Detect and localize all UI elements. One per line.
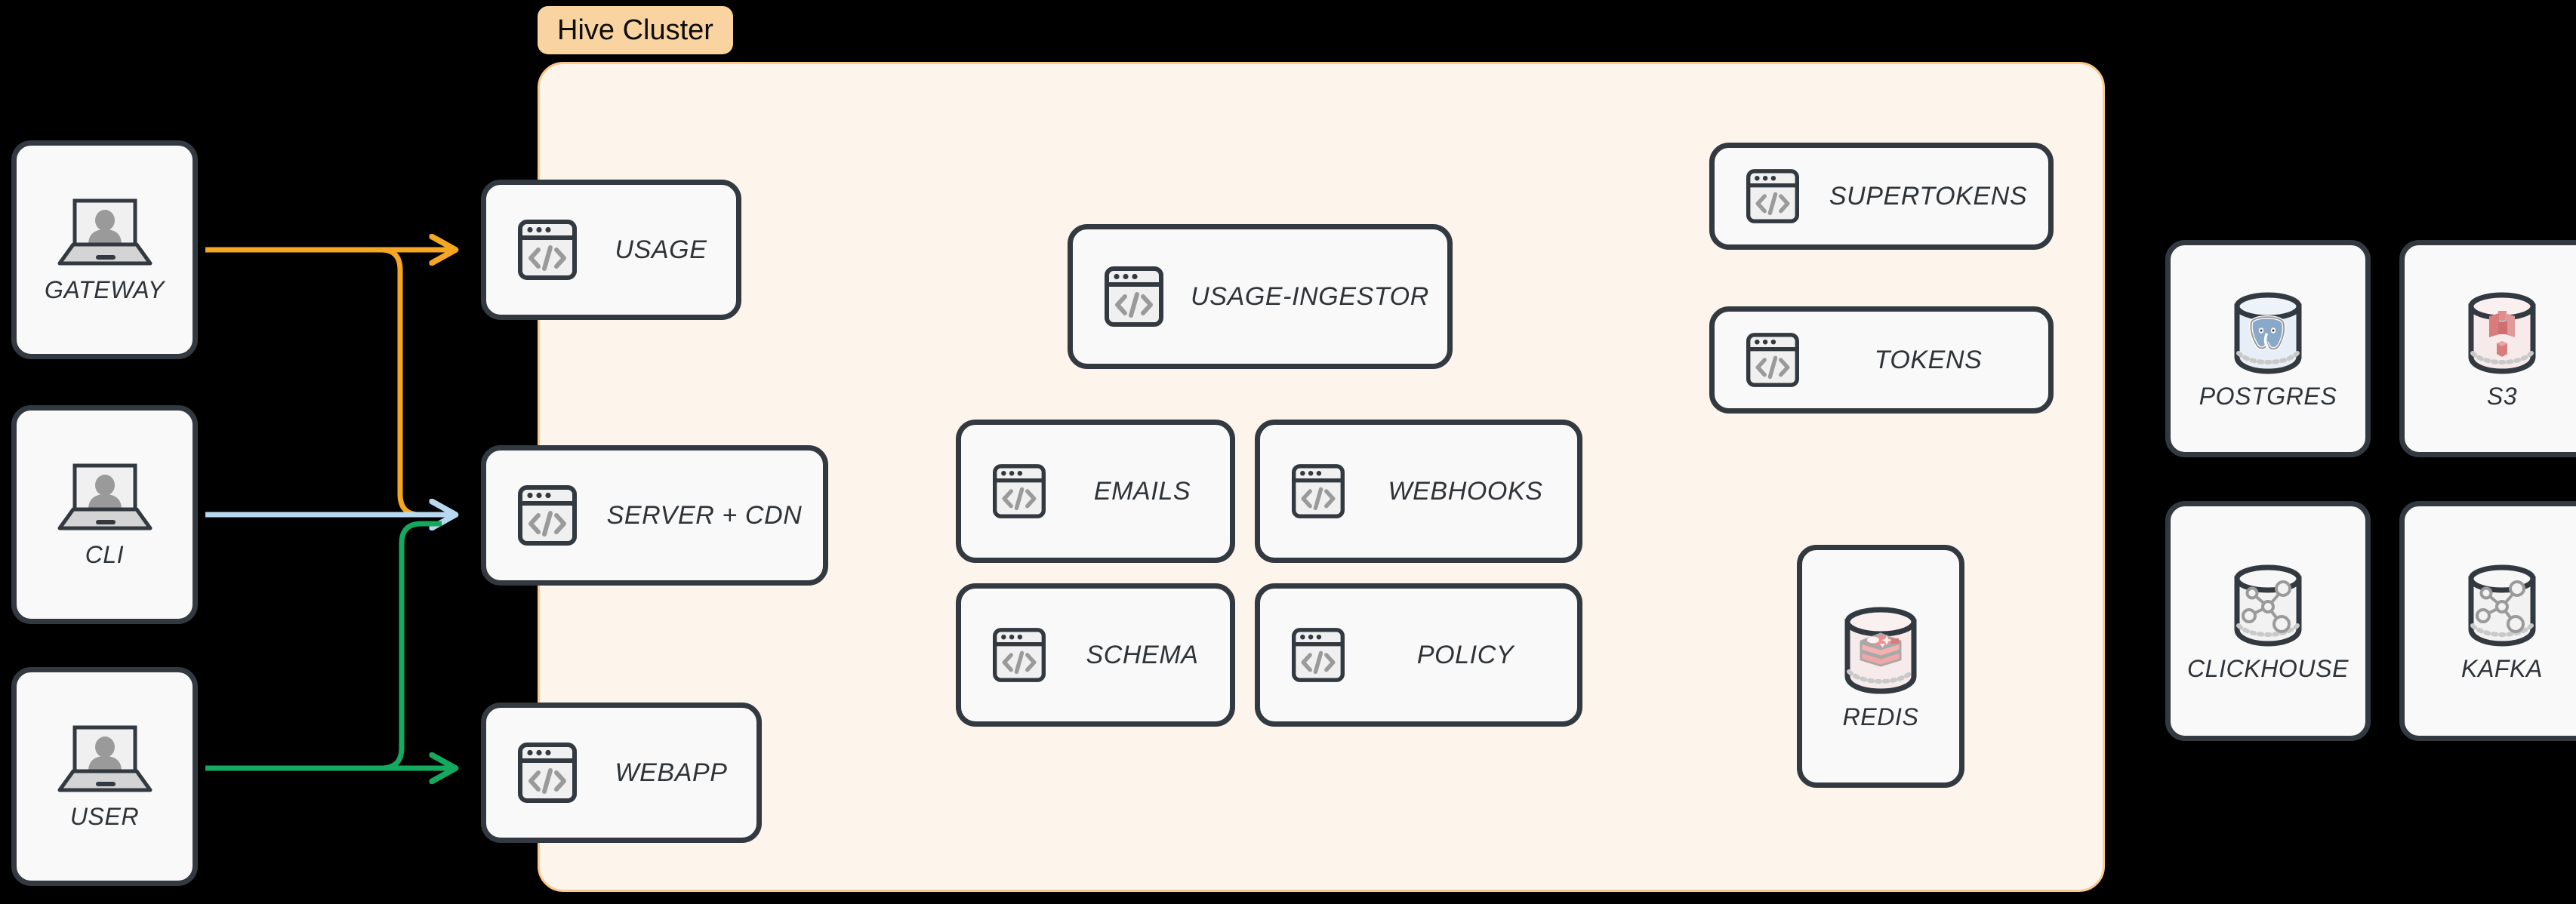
service-label-tokens: TOKENS — [1874, 345, 1983, 374]
laptop-user-icon — [55, 723, 155, 795]
client-card-user[interactable]: USER — [11, 667, 198, 886]
code-window-icon — [1105, 266, 1163, 327]
wire-user-server — [205, 521, 442, 771]
service-card-schema[interactable]: SCHEMA — [956, 583, 1235, 727]
service-label-supertokens: SUPERTOKENS — [1829, 181, 2028, 211]
store-label-redis: REDIS — [1842, 703, 1919, 730]
client-label-gateway: GATEWAY — [45, 275, 165, 303]
store-label-clickhouse: CLICKHOUSE — [2186, 654, 2350, 682]
redis-database-icon — [1837, 602, 1924, 696]
store-card-redis[interactable]: REDIS — [1797, 545, 1964, 788]
client-label-cli: CLI — [85, 540, 125, 568]
service-label-webapp: WEBAPP — [615, 758, 728, 787]
code-window-icon — [1292, 628, 1345, 682]
service-card-webapp[interactable]: WEBAPP — [481, 703, 762, 843]
service-label-usage-ingestor: USAGE-INGESTOR — [1191, 281, 1429, 311]
code-window-icon — [518, 220, 577, 280]
service-card-tokens[interactable]: TOKENS — [1709, 306, 2054, 414]
store-label-s3: S3 — [2486, 382, 2518, 410]
code-window-icon — [1746, 169, 1799, 223]
code-window-icon — [993, 464, 1046, 518]
service-label-schema: SCHEMA — [1086, 640, 1199, 669]
service-label-webhooks: WEBHOOKS — [1388, 476, 1543, 506]
store-label-postgres: POSTGRES — [2199, 382, 2337, 410]
service-card-usage-ingestor[interactable]: USAGE-INGESTOR — [1068, 224, 1453, 369]
service-card-emails[interactable]: EMAILS — [956, 420, 1235, 563]
service-card-supertokens[interactable]: SUPERTOKENS — [1709, 143, 2054, 250]
store-card-s3[interactable]: S3 — [2399, 240, 2576, 457]
client-label-user: USER — [69, 802, 140, 830]
service-label-emails: EMAILS — [1093, 476, 1191, 506]
client-card-gateway[interactable]: GATEWAY — [11, 140, 198, 359]
graph-database-icon — [2227, 560, 2309, 647]
service-card-server-cdn[interactable]: SERVER + CDN — [481, 445, 828, 586]
service-label-usage: USAGE — [615, 235, 707, 264]
service-label-policy: POLICY — [1416, 640, 1514, 669]
store-card-kafka[interactable]: KAFKA — [2399, 501, 2576, 741]
laptop-user-icon — [55, 196, 155, 269]
store-label-kafka: KAFKA — [2461, 654, 2543, 682]
service-card-policy[interactable]: POLICY — [1255, 583, 1582, 727]
service-card-webhooks[interactable]: WEBHOOKS — [1255, 420, 1582, 563]
service-card-usage[interactable]: USAGE — [481, 180, 741, 320]
code-window-icon — [1292, 464, 1345, 518]
store-card-clickhouse[interactable]: CLICKHOUSE — [2165, 501, 2371, 741]
client-card-cli[interactable]: CLI — [11, 405, 198, 624]
hive-cluster-badge: Hive Cluster — [538, 6, 733, 54]
store-card-postgres[interactable]: POSTGRES — [2165, 240, 2371, 457]
code-window-icon — [1746, 333, 1799, 387]
code-window-icon — [518, 743, 577, 803]
laptop-user-icon — [55, 461, 155, 533]
graph-database-icon — [2461, 560, 2543, 647]
code-window-icon — [993, 628, 1046, 682]
code-window-icon — [518, 485, 577, 546]
s3-bucket-icon — [2461, 287, 2543, 375]
hive-cluster-badge-label: Hive Cluster — [557, 14, 713, 46]
wire-gateway-server — [205, 247, 453, 518]
postgres-database-icon — [2227, 287, 2309, 375]
service-label-server-cdn: SERVER + CDN — [606, 500, 803, 530]
